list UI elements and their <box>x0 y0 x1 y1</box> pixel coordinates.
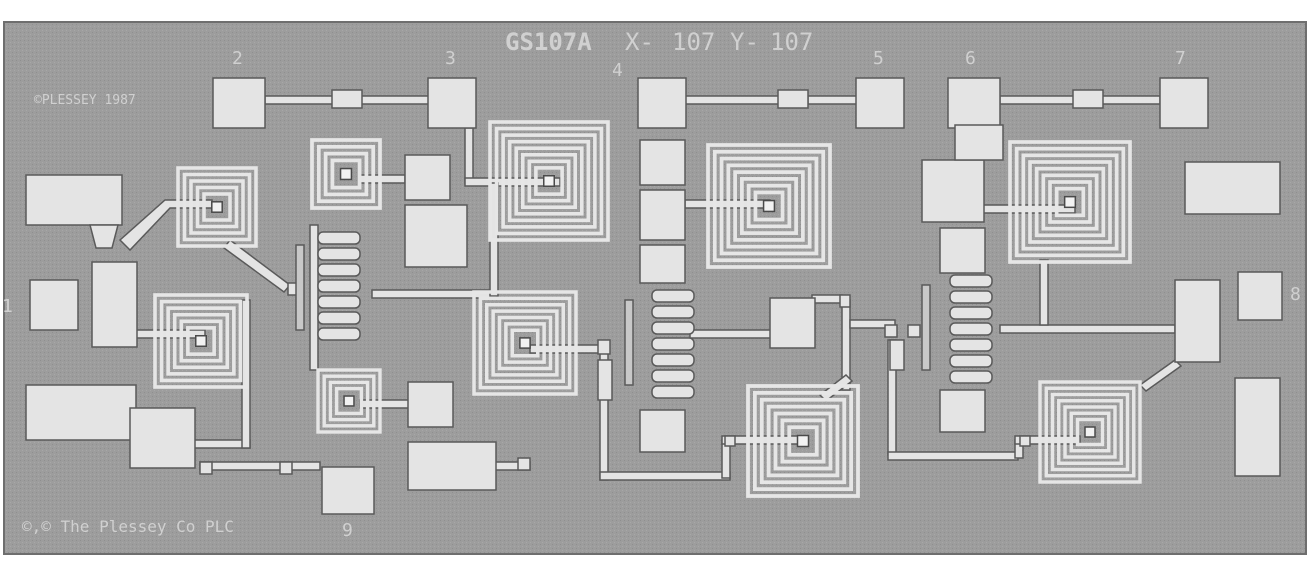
spiral-inductor <box>746 384 860 498</box>
bond-pad-9 <box>321 466 375 515</box>
spiral-inductor <box>488 120 610 242</box>
bond-pad-4 <box>637 77 687 129</box>
bond-pad-8 <box>1237 271 1283 321</box>
bond-pad-6 <box>947 77 1001 129</box>
spiral-inductor <box>706 143 832 269</box>
bond-pad-2 <box>212 77 266 129</box>
pad-label-4: 4 <box>612 60 623 81</box>
spiral-inductor <box>316 368 382 434</box>
pad-label-3: 3 <box>445 48 456 69</box>
logo-text: ©PLESSEY 1987 <box>34 93 136 108</box>
pad-label-5: 5 <box>873 48 884 69</box>
y-value: 107 <box>770 28 813 56</box>
spiral-inductor <box>1008 140 1132 264</box>
pad-label-1: 1 <box>2 296 13 317</box>
ground-pad-right-bottom <box>1234 377 1281 477</box>
spiral-inductor <box>310 138 382 210</box>
fet-transistor-1 <box>295 231 361 341</box>
spiral-inductor <box>153 293 249 389</box>
y-label: Y- <box>730 28 759 56</box>
bond-pad-3 <box>427 77 477 129</box>
resistors <box>199 89 1104 475</box>
pad-label-8: 8 <box>1290 284 1301 305</box>
spiral-inductor <box>472 290 578 396</box>
fet-transistor-3 <box>921 274 993 384</box>
bond-pad-7 <box>1159 77 1209 129</box>
fet-transistor-2 <box>624 289 695 399</box>
pad-label-9: 9 <box>342 520 353 541</box>
bond-pad-5 <box>855 77 905 129</box>
bond-pad-1 <box>29 279 79 331</box>
capacitor-blocks <box>89 124 1221 491</box>
ground-pad-right-top <box>1184 161 1281 215</box>
ground-pad-left-top <box>25 174 123 226</box>
x-value: 107 <box>672 28 715 56</box>
spiral-inductors <box>153 120 1142 498</box>
copyright-text: ©,© The Plessey Co PLC <box>22 517 234 536</box>
ground-pad-left-bottom <box>25 384 137 441</box>
die-title: GS107A <box>505 28 592 56</box>
x-label: X- <box>625 28 654 56</box>
pad-label-2: 2 <box>232 48 243 69</box>
pad-label-6: 6 <box>965 48 976 69</box>
spiral-inductor <box>1038 380 1142 484</box>
spiral-inductor <box>176 166 258 248</box>
pad-label-7: 7 <box>1175 48 1186 69</box>
